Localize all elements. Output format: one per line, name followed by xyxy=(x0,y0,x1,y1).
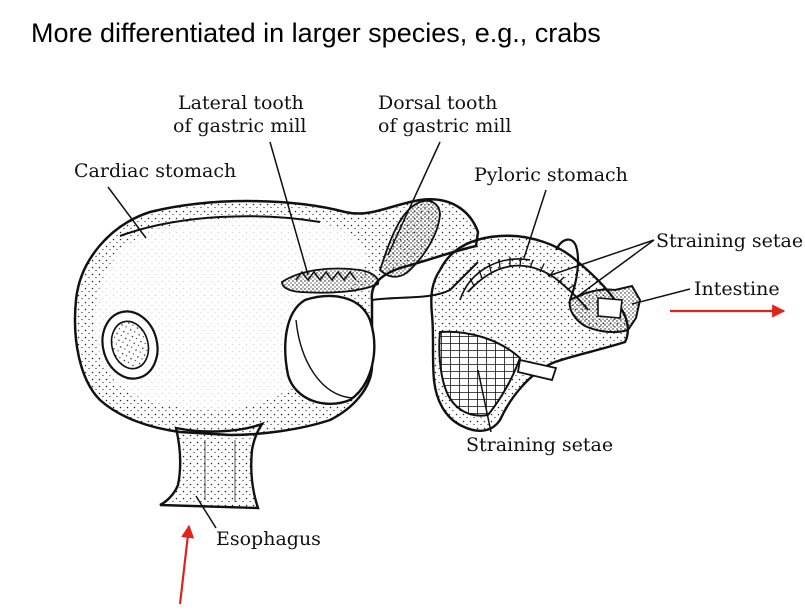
label-intestine: Intestine xyxy=(694,278,780,300)
label-cardiac-stomach: Cardiac stomach xyxy=(74,160,237,182)
label-dorsal-tooth-line1: Dorsal tooth xyxy=(378,92,498,114)
gastric-mill-teeth xyxy=(281,267,380,294)
label-lateral-tooth-line2: of gastric mill xyxy=(173,115,307,137)
leader-setae-lower xyxy=(477,369,492,433)
red-arrow-esophagus-in xyxy=(178,524,195,605)
label-lateral-tooth-line1: Lateral tooth xyxy=(178,92,304,114)
pyloric-stomach-shape xyxy=(430,234,642,432)
leader-intestine xyxy=(631,288,691,305)
label-esophagus: Esophagus xyxy=(216,528,321,550)
leader-pyloric-stomach xyxy=(523,189,547,259)
leader-lateral-tooth xyxy=(269,141,309,276)
label-straining-setae-upper: Straining setae xyxy=(656,230,804,252)
leader-setae-upper-2 xyxy=(577,239,655,297)
leader-dorsal-tooth xyxy=(387,141,441,256)
leader-esophagus xyxy=(195,495,217,529)
leader-lines xyxy=(107,141,691,529)
esophagus-shape xyxy=(159,421,266,510)
label-straining-setae-lower: Straining setae xyxy=(466,434,614,456)
ossicle-plate xyxy=(101,310,159,380)
slide-title: More differentiated in larger species, e… xyxy=(31,18,601,48)
label-dorsal-tooth: Dorsal tooth of gastric mill xyxy=(378,92,511,138)
label-dorsal-tooth-line2: of gastric mill xyxy=(378,115,512,137)
central-lobe xyxy=(284,294,376,405)
leader-setae-upper-1 xyxy=(547,239,655,277)
label-pyloric-stomach: Pyloric stomach xyxy=(474,164,628,186)
label-lateral-tooth: Lateral tooth of gastric mill xyxy=(173,92,306,138)
cardiac-stomach-shape xyxy=(73,198,480,437)
leader-cardiac-stomach xyxy=(107,186,147,239)
